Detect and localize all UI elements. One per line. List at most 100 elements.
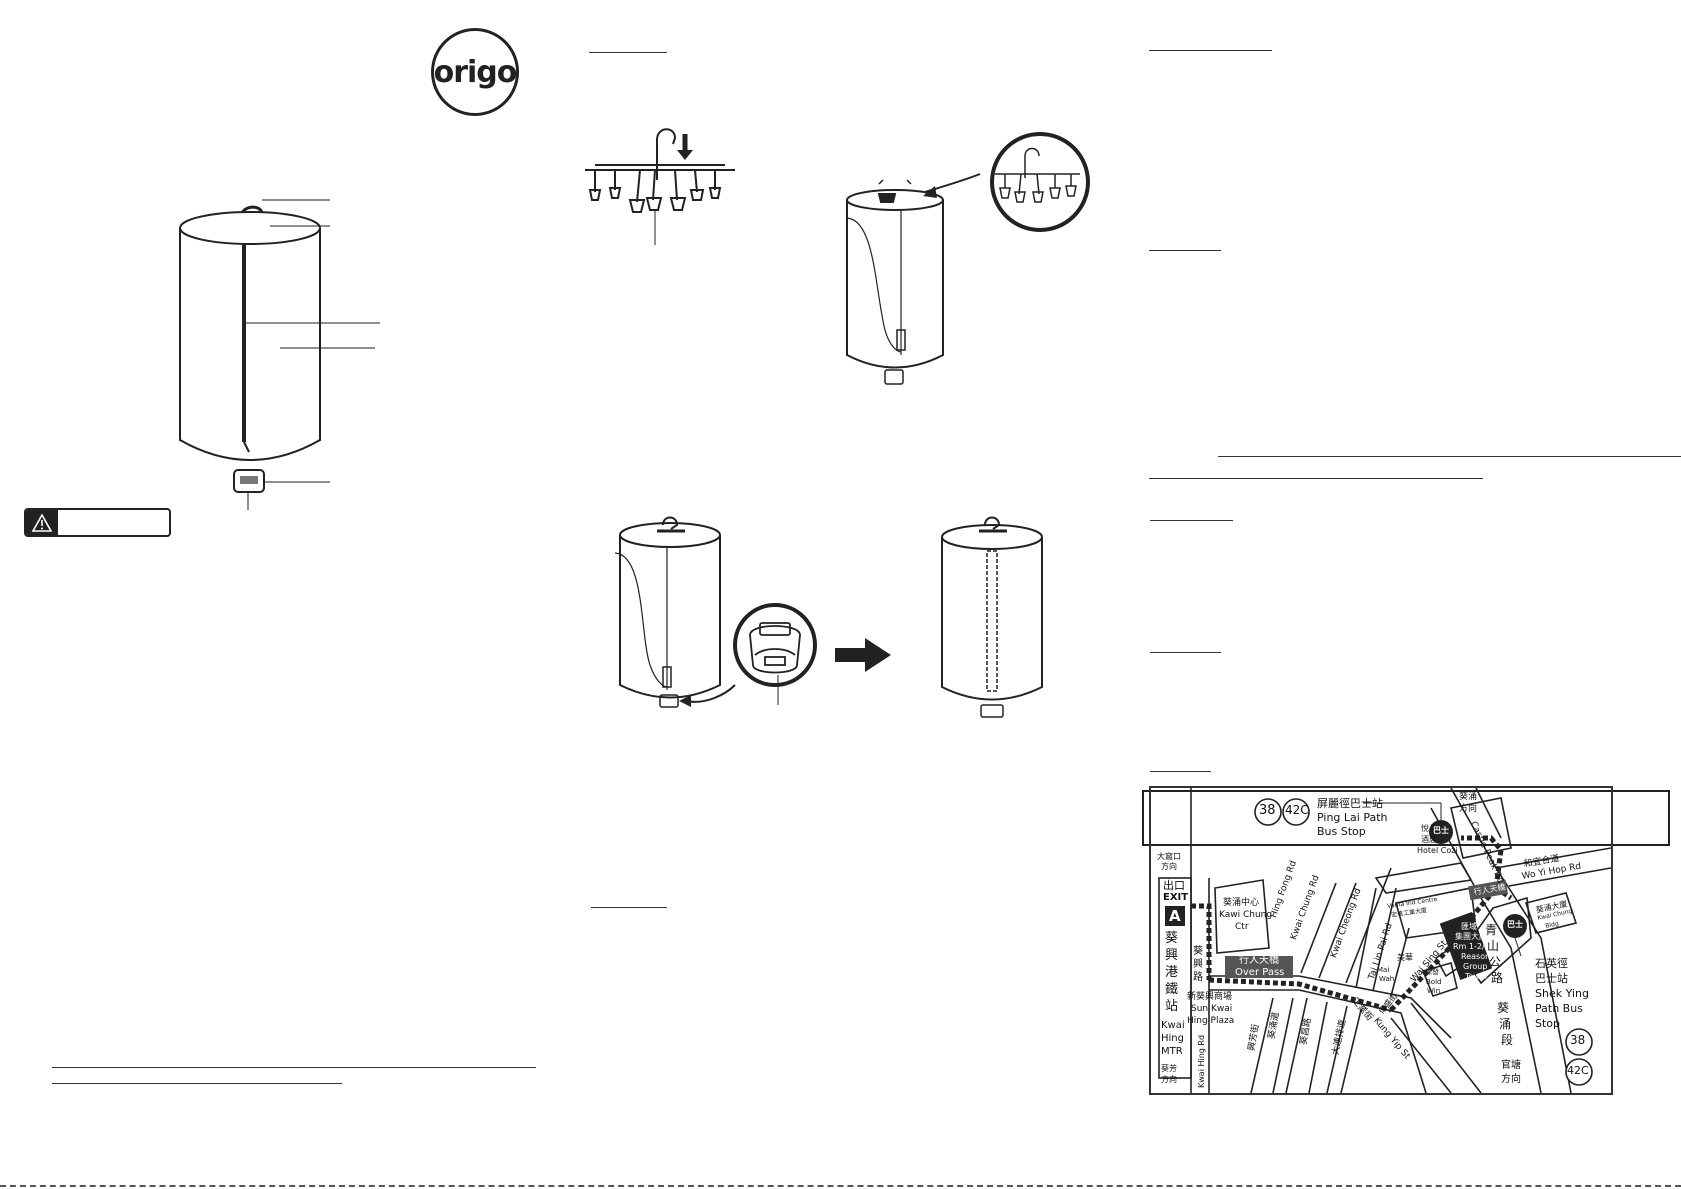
reason-group-en1: Reason <box>1461 952 1491 961</box>
kwai-hing-mtr-en-1: Hing <box>1161 1033 1184 1044</box>
reason-group-en2: Group <box>1463 962 1488 971</box>
overpass-bar <box>1225 956 1293 978</box>
kwai-chung-section-zh-0: 葵 <box>1497 1001 1510 1015</box>
shek-ying-zh2: 巴士站 <box>1535 972 1568 985</box>
location-map: 38 42C 屏麗徑巴士站 Ping Lai Path Bus Stop 悅品 … <box>1149 786 1613 1095</box>
step3-illustration <box>614 516 817 708</box>
kwai-hing-mtr-en-2: MTR <box>1161 1046 1183 1057</box>
kwai-chung-section-zh-2: 段 <box>1501 1033 1514 1047</box>
kwai-chung-ctr-en2: Ctr <box>1235 922 1249 932</box>
mai-wah-en1: Mai <box>1377 966 1390 974</box>
product-diagram <box>179 199 380 510</box>
note-box <box>1142 790 1670 846</box>
shek-ying-en3: Stop <box>1535 1017 1561 1030</box>
ping-lai-bus-stop-en1: Ping Lai Path <box>1317 811 1388 824</box>
kwun-tong-dir-2: 方向 <box>1501 1074 1521 1085</box>
heading-underline <box>589 52 667 53</box>
shek-ying-en2: Path Bus <box>1535 1002 1583 1015</box>
kwai-hing-mtr-zh-3: 鐵 <box>1165 982 1179 997</box>
kwun-tong-dir-1: 官塘 <box>1501 1060 1521 1071</box>
kwai-hing-mtr-zh-1: 興 <box>1165 948 1179 963</box>
shek-ying-zh1: 石英徑 <box>1535 957 1568 970</box>
castle-peak-zh-0: 青 <box>1485 923 1498 937</box>
reason-group-tower-block <box>1439 911 1493 981</box>
heading-underline <box>591 907 667 908</box>
hotel-en: Hotel Cozi <box>1417 846 1458 855</box>
sun-kwai-hing-en2: Hing Plaza <box>1187 1016 1235 1026</box>
tai-wo-hau-dir-2: 方向 <box>1161 862 1177 871</box>
origo-logo: origo <box>431 28 519 116</box>
kwai-chung-dir-2: 方向 <box>1459 804 1478 814</box>
heading-underline <box>1150 520 1233 521</box>
kwai-hing-rd-zh-1: 興 <box>1193 959 1203 970</box>
heading-underline <box>1150 652 1221 653</box>
route-38-label: 38 <box>1259 803 1276 818</box>
warning-label <box>24 508 171 537</box>
panel-instructions <box>560 0 1670 1189</box>
kwai-hing-mtr-zh-0: 葵 <box>1165 931 1179 946</box>
ping-lai-bus-stop-zh: 屏麗徑巴士站 <box>1317 797 1383 810</box>
exit-zh: 出口 <box>1163 879 1185 892</box>
fold-line <box>0 1185 1681 1187</box>
tai-wo-hau-dir-1: 大窩口 <box>1157 852 1181 861</box>
heading-underline <box>1150 771 1211 772</box>
heading-underline <box>1149 250 1221 251</box>
bus-badge-text: 巴士 <box>1507 920 1523 929</box>
route-38-circle-top <box>1254 798 1282 826</box>
bus-badge-text: 巴士 <box>1433 826 1449 835</box>
rule-line <box>1218 456 1681 457</box>
castle-peak-zh-2: 公 <box>1489 955 1502 969</box>
kwai-hing-mtr-zh-4: 站 <box>1165 999 1179 1014</box>
route-42c-label: 42C <box>1285 803 1309 817</box>
kwai-fong-dir-1: 葵芳 <box>1161 1064 1177 1073</box>
warning-triangle-icon <box>26 510 58 535</box>
hotel-zh2: 酒店 <box>1421 835 1437 844</box>
kwai-hing-mtr-en-0: Kwai <box>1161 1020 1185 1031</box>
mai-wah-zh: 美華 <box>1397 953 1413 962</box>
kwai-hing-rd-zh-0: 葵 <box>1193 946 1203 957</box>
sun-kwai-hing-en1: Sun Kwai <box>1191 1004 1233 1014</box>
exit-letter: A <box>1169 907 1181 925</box>
kwai-chung-section-zh-1: 涌 <box>1499 1017 1512 1031</box>
route-42c-circle-bottom <box>1565 1058 1593 1086</box>
panel-info <box>1120 0 1681 1189</box>
bold-win-zh: 保發 <box>1425 968 1439 976</box>
kwai-hing-mtr-zh-2: 港 <box>1165 965 1179 980</box>
reason-group-room: Rm 1-2/1F <box>1453 942 1495 951</box>
kwai-hing-rd-zh-2: 路 <box>1193 972 1203 983</box>
ping-lai-bus-stop-en2: Bus Stop <box>1317 825 1366 838</box>
bus-stop-icon <box>1429 820 1453 844</box>
hotel-zh1: 悅品 <box>1421 824 1437 833</box>
step2-illustration <box>846 132 1090 385</box>
route-42c-circle-top <box>1282 798 1310 826</box>
panel-product-overview: origo <box>0 0 560 1189</box>
route-42c-label-bottom: 42C <box>1567 1064 1589 1077</box>
castle-peak-zh-3: 路 <box>1491 971 1504 985</box>
map-roads <box>1158 788 1611 1093</box>
bus-stop-icon <box>1503 914 1527 938</box>
reason-group-zh1: 匯域 <box>1461 922 1477 931</box>
rule-line <box>52 1083 342 1084</box>
reason-group-zh2: 集團大廈 <box>1455 932 1487 941</box>
bold-win-en1: Bold <box>1426 978 1442 986</box>
kwai-fong-dir-2: 方向 <box>1161 1075 1177 1084</box>
step4-illustration <box>941 516 1043 718</box>
exit-en: EXIT <box>1163 892 1189 903</box>
heading-underline <box>1149 50 1272 51</box>
overpass-bar <box>1468 879 1508 901</box>
rule-line <box>52 1067 536 1068</box>
reason-group-en3: Tower <box>1465 972 1489 981</box>
overpass-en: Over Pass <box>1235 967 1285 978</box>
bold-win-en2: Win <box>1427 987 1441 995</box>
overpass-zh: 行人天橋 <box>1239 955 1279 966</box>
route-38-label-bottom: 38 <box>1570 1033 1586 1047</box>
route-38-circle-bottom <box>1565 1028 1593 1056</box>
kwai-chung-ctr-zh: 葵涌中心 <box>1223 898 1260 908</box>
castle-peak-zh-1: 山 <box>1487 939 1500 953</box>
mai-wah-en2: Wah <box>1379 975 1395 983</box>
kwai-chung-ctr-en1: Kawi Chung <box>1219 910 1273 920</box>
sun-kwai-hing-zh: 新葵興商場 <box>1187 992 1233 1002</box>
rule-line <box>1149 478 1483 479</box>
hanger-illustration <box>585 128 735 245</box>
arrow-right-icon <box>835 638 891 672</box>
